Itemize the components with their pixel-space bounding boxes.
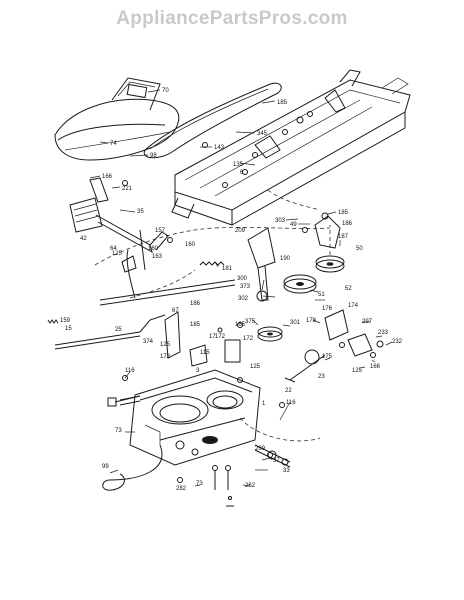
- callout-99: 99: [102, 464, 109, 470]
- callout-187: 187: [338, 234, 349, 240]
- callout-125-c: 125: [352, 368, 363, 374]
- callout-165: 165: [235, 322, 246, 328]
- callout-73-b: 73: [196, 481, 203, 487]
- bolts-bottom[interactable]: [177, 452, 273, 507]
- brake-pedal[interactable]: [69, 197, 169, 254]
- callout-15: 15: [65, 326, 72, 332]
- rod-25[interactable]: [47, 314, 166, 350]
- callout-166-b: 166: [370, 364, 381, 370]
- chassis-frame[interactable]: [171, 69, 411, 226]
- callout-160-b: 160: [185, 242, 196, 248]
- callout-25: 25: [115, 327, 122, 333]
- callout-302: 302: [238, 296, 249, 302]
- callout-52: 52: [345, 286, 352, 292]
- pedal-shaft[interactable]: [89, 177, 236, 306]
- callout-42: 42: [80, 236, 87, 242]
- callout-175: 175: [322, 354, 333, 360]
- callout-64: 64: [110, 246, 117, 252]
- callout-174: 174: [348, 303, 359, 309]
- callout-269: 269: [255, 446, 266, 452]
- callout-297: 297: [362, 319, 373, 325]
- callout-1: 1: [262, 401, 266, 407]
- callout-98: 98: [150, 153, 157, 159]
- callout-374: 374: [143, 339, 154, 345]
- callout-74: 74: [110, 141, 117, 147]
- callout-185: 185: [277, 100, 288, 106]
- leader-lines: [89, 89, 393, 487]
- callout-176: 176: [322, 306, 333, 312]
- seat-fender[interactable]: [54, 77, 180, 161]
- drive-belt[interactable]: [143, 82, 282, 159]
- callout-51: 51: [318, 292, 325, 298]
- callout-17: 17: [209, 334, 216, 340]
- callout-232: 232: [392, 339, 403, 345]
- bracket-top-right[interactable]: [314, 212, 341, 249]
- callout-209: 209: [235, 228, 246, 234]
- callout-185-c: 185: [190, 322, 201, 328]
- callout-3: 3: [196, 368, 200, 374]
- spring-181[interactable]: [199, 261, 225, 266]
- callout-33: 33: [283, 468, 290, 474]
- pulley-52[interactable]: [283, 274, 317, 294]
- callout-37: 37: [273, 458, 280, 464]
- watermark: AppliancePartsPros.com: [116, 8, 348, 29]
- callout-185-b: 185: [338, 210, 349, 216]
- callout-163: 163: [152, 254, 163, 260]
- idler-bracket[interactable]: [247, 227, 276, 302]
- pulley-50[interactable]: [315, 255, 345, 273]
- callout-262: 262: [245, 483, 256, 489]
- callout-labels: 70 185 345 143 74 98 135 6 166 221 35 42…: [60, 88, 403, 492]
- callout-160: 160: [148, 246, 159, 252]
- bolts-small[interactable]: [122, 142, 345, 408]
- callout-135: 135: [233, 162, 244, 168]
- callout-125: 125: [160, 342, 171, 348]
- callout-373: 373: [240, 284, 251, 290]
- transmission[interactable]: [119, 369, 261, 466]
- callout-172: 172: [160, 354, 171, 360]
- callout-115: 115: [200, 350, 210, 356]
- callout-6: 6: [240, 170, 244, 176]
- callout-166: 166: [102, 174, 113, 180]
- callout-22: 22: [285, 388, 292, 394]
- callout-221: 221: [122, 186, 133, 192]
- callout-23: 23: [318, 374, 325, 380]
- callout-159: 159: [60, 318, 71, 324]
- callout-186: 186: [342, 221, 353, 227]
- callout-178: 178: [306, 318, 317, 324]
- callout-172-b: 172: [215, 334, 226, 340]
- callout-143: 143: [214, 145, 225, 151]
- lever-22[interactable]: [284, 349, 326, 383]
- callout-301: 301: [290, 320, 301, 326]
- callout-186-b: 186: [190, 301, 201, 307]
- pulley-301[interactable]: [257, 326, 283, 342]
- callout-345: 345: [257, 131, 268, 137]
- callout-233: 233: [378, 330, 389, 336]
- callout-375: 375: [245, 319, 256, 325]
- callout-70: 70: [162, 88, 169, 94]
- callout-49: 49: [290, 222, 297, 228]
- callout-282: 282: [176, 486, 187, 492]
- callout-190: 190: [280, 256, 291, 262]
- callout-125-d: 125: [112, 251, 123, 257]
- callout-303: 303: [275, 218, 286, 224]
- callout-157: 157: [155, 228, 166, 234]
- callout-67: 67: [172, 308, 179, 314]
- bracket-172[interactable]: [164, 311, 241, 367]
- callout-35: 35: [137, 209, 144, 215]
- callout-50: 50: [356, 246, 363, 252]
- callout-116-b: 116: [286, 400, 296, 406]
- callout-300: 300: [237, 276, 248, 282]
- bracket-174[interactable]: [324, 309, 384, 358]
- callout-125-b: 125: [250, 364, 261, 370]
- callout-73: 73: [115, 428, 122, 434]
- callout-116: 116: [125, 368, 135, 374]
- axle-left[interactable]: [107, 395, 141, 407]
- control-cable[interactable]: [102, 444, 163, 491]
- callout-181: 181: [222, 266, 233, 272]
- callout-172-c: 172: [243, 336, 254, 342]
